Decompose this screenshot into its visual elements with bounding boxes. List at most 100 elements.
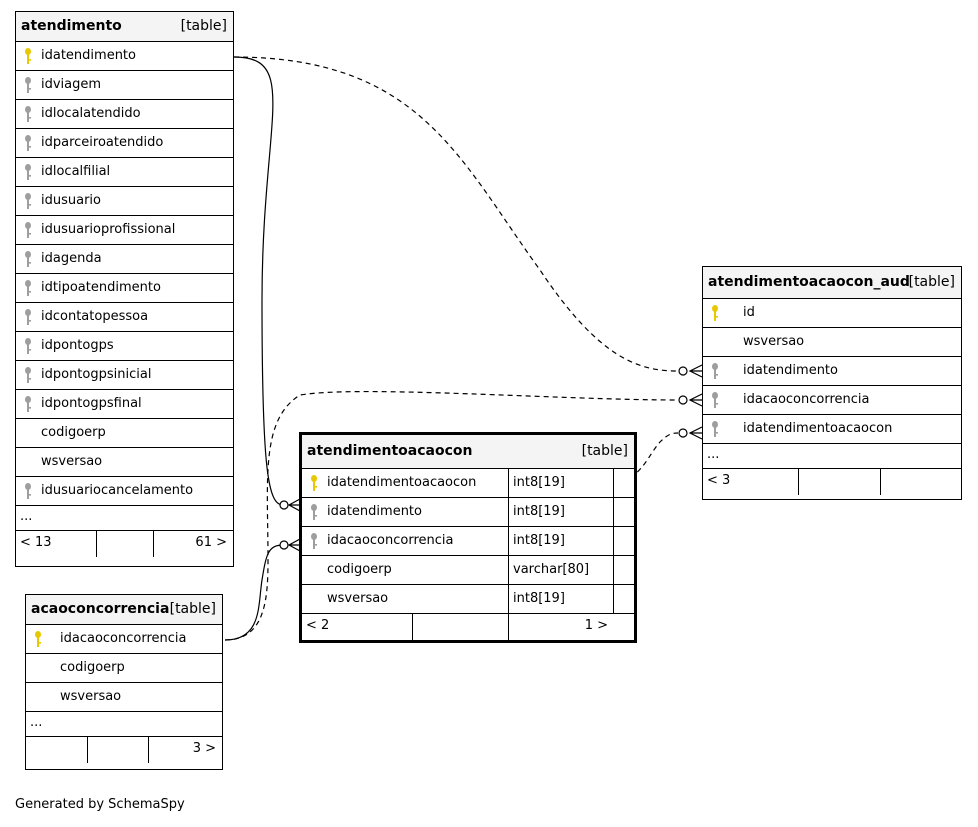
relationship-line (233, 56, 679, 372)
foreign-key-icon (308, 532, 320, 550)
column-name: idusuariocancelamento (41, 483, 194, 498)
column-row[interactable]: idatendimentoacaocon (703, 415, 961, 444)
relationship-line (233, 56, 284, 506)
column-row[interactable]: idatendimento int8[19] (302, 498, 634, 527)
crowfoot-marker (287, 498, 301, 512)
column-type: int8[19] (508, 527, 614, 555)
column-name: idatendimentoacaocon (327, 475, 477, 490)
column-name: idusuarioprofissional (41, 222, 176, 237)
zero-or-many-marker (279, 540, 289, 550)
table-name: atendimentoacaocon_aud (708, 274, 910, 290)
column-name: codigoerp (327, 562, 392, 577)
column-name: idacaoconcorrencia (327, 533, 454, 548)
table-footer: < 13 61 > (16, 531, 233, 557)
column-row[interactable]: idatendimento (703, 357, 961, 386)
column-row[interactable]: idpontogpsfinal (16, 390, 233, 419)
column-row[interactable]: idusuario (16, 187, 233, 216)
children-count[interactable] (880, 469, 961, 495)
column-name: idparceiroatendido (41, 135, 164, 150)
table-footer: 3 > (26, 737, 222, 763)
column-type: int8[19] (508, 498, 614, 526)
crowfoot-marker (688, 393, 703, 407)
zero-or-many-marker (678, 428, 688, 438)
column-name: idatendimento (327, 504, 422, 519)
column-spacer (613, 469, 634, 497)
table-atendimentoacaocon[interactable]: atendimentoacaocon [table] idatendimento… (299, 432, 637, 643)
crowfoot-marker (287, 538, 301, 552)
column-row[interactable]: idlocalatendido (16, 100, 233, 129)
table-type: [table] (180, 18, 227, 34)
column-row[interactable]: idpontogpsinicial (16, 361, 233, 390)
parents-count[interactable] (26, 737, 87, 763)
column-row[interactable]: idlocalfilial (16, 158, 233, 187)
table-acaoconcorrencia[interactable]: acaoconcorrencia [table] idacaoconcorren… (25, 594, 223, 770)
column-row[interactable]: id (703, 299, 961, 328)
column-name: idviagem (41, 77, 102, 92)
table-name: atendimento (21, 18, 122, 34)
column-type: int8[19] (508, 585, 614, 613)
column-row[interactable]: idacaoconcorrencia (26, 625, 222, 654)
column-row[interactable]: idusuarioprofissional (16, 216, 233, 245)
zero-or-many-marker (279, 500, 289, 510)
foreign-key-icon (709, 420, 721, 438)
column-row[interactable]: codigoerp (16, 419, 233, 448)
table-atendimento[interactable]: atendimento [table] idatendimento idviage… (15, 11, 234, 567)
column-row[interactable]: idparceiroatendido (16, 129, 233, 158)
foreign-key-icon (22, 395, 34, 413)
column-name: codigoerp (41, 425, 106, 440)
column-row[interactable]: idagenda (16, 245, 233, 274)
column-name: idpontogpsfinal (41, 396, 142, 411)
footer-spacer (412, 614, 508, 640)
column-name: idatendimentoacaocon (743, 421, 893, 436)
table-type: [table] (581, 443, 628, 459)
children-count[interactable]: 1 > (508, 614, 614, 640)
primary-key-icon (32, 630, 44, 648)
parents-count[interactable]: < 13 (20, 535, 52, 550)
table-header: atendimento [table] (16, 12, 233, 42)
table-header: acaoconcorrencia [table] (26, 595, 222, 625)
primary-key-icon (308, 474, 320, 492)
column-row[interactable]: wsversao (16, 448, 233, 477)
parents-count[interactable]: < 2 (306, 618, 330, 633)
foreign-key-icon (308, 503, 320, 521)
footer-spacer (87, 737, 148, 763)
column-row[interactable]: idatendimento (16, 42, 233, 71)
foreign-key-icon (709, 362, 721, 380)
column-row[interactable]: idcontatopessoa (16, 303, 233, 332)
more-columns-ellipsis: ... (26, 712, 222, 737)
column-list: idatendimento idviagem idlocalatendido idpa… (16, 42, 233, 506)
foreign-key-icon (22, 163, 34, 181)
children-count[interactable]: 3 > (148, 737, 222, 763)
column-row[interactable]: idtipoatendimento (16, 274, 233, 303)
children-count[interactable]: 61 > (153, 531, 233, 557)
column-row[interactable]: idacaoconcorrencia (703, 386, 961, 415)
column-row[interactable]: wsversao (703, 328, 961, 357)
crowfoot-marker (688, 364, 703, 378)
column-type: int8[19] (508, 469, 614, 497)
column-row[interactable]: idatendimentoacaocon int8[19] (302, 469, 634, 498)
foreign-key-icon (22, 105, 34, 123)
footer-spacer (798, 469, 880, 495)
crowfoot-marker (688, 426, 703, 440)
table-footer: < 3 (703, 469, 961, 495)
foreign-key-icon (22, 134, 34, 152)
column-spacer (613, 556, 634, 584)
table-type: [table] (169, 601, 216, 617)
parents-count[interactable]: < 3 (707, 473, 731, 488)
table-name: atendimentoacaocon (307, 443, 473, 459)
column-row[interactable]: idviagem (16, 71, 233, 100)
column-name: idtipoatendimento (41, 280, 161, 295)
generated-by-footer: Generated by SchemaSpy (15, 797, 185, 812)
column-row[interactable]: idpontogps (16, 332, 233, 361)
column-row[interactable]: idacaoconcorrencia int8[19] (302, 527, 634, 556)
column-row[interactable]: idusuariocancelamento (16, 477, 233, 506)
table-type: [table] (908, 274, 955, 290)
column-row[interactable]: wsversao (26, 683, 222, 712)
column-row[interactable]: codigoerp (26, 654, 222, 683)
